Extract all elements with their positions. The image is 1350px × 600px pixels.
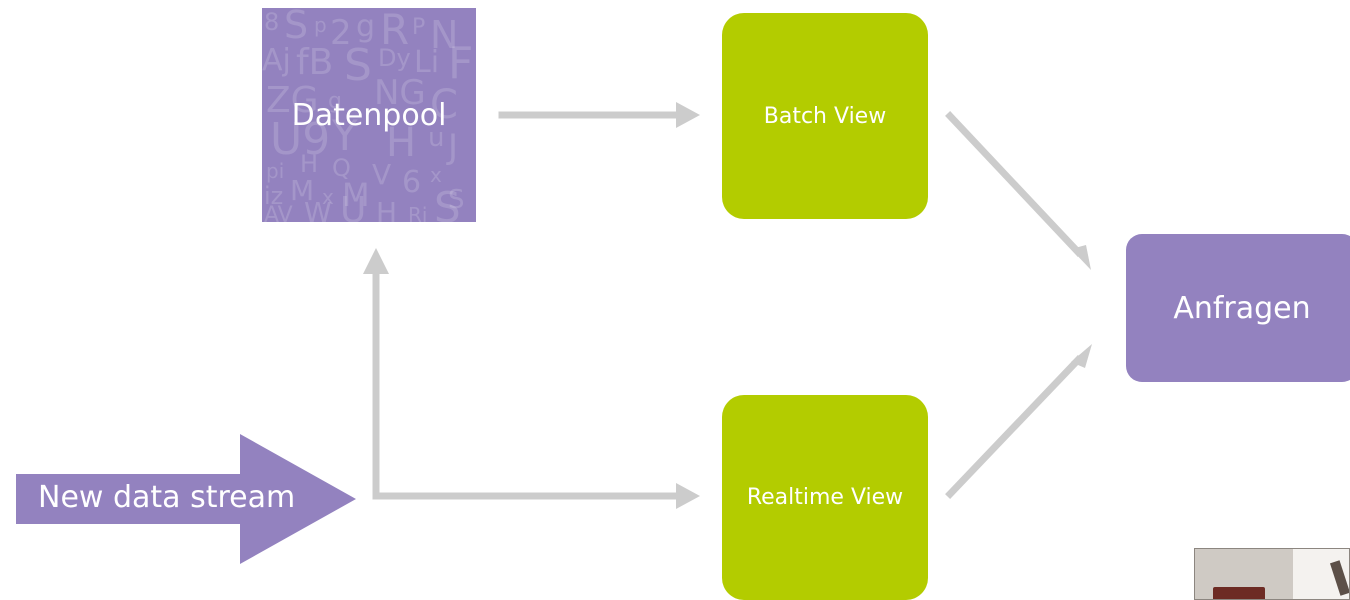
stream-to-realtime-arrow-head xyxy=(676,483,700,509)
svg-text:J: J xyxy=(446,127,458,167)
letter-texture-icon: 8 S p 2 g R P N Aj fB S Dy Li F ZG g NG … xyxy=(262,8,473,222)
batch-view-label: Batch View xyxy=(763,103,887,129)
batch-to-queries-arrow-head xyxy=(1071,245,1091,270)
svg-text:H: H xyxy=(386,120,416,166)
svg-text:C: C xyxy=(430,82,458,128)
svg-text:S: S xyxy=(448,185,465,215)
svg-text:NG: NG xyxy=(374,73,426,113)
svg-text:V: V xyxy=(372,158,391,191)
svg-text:U: U xyxy=(340,190,366,222)
svg-text:M: M xyxy=(342,176,370,214)
batch-to-queries-arrow-line xyxy=(945,111,1083,257)
svg-text:iz: iz xyxy=(264,182,283,210)
svg-text:S: S xyxy=(344,40,372,91)
svg-text:U9: U9 xyxy=(270,114,330,165)
svg-text:fB: fB xyxy=(296,42,333,83)
svg-text:g: g xyxy=(356,9,375,44)
svg-text:F: F xyxy=(448,38,473,89)
svg-text:W: W xyxy=(304,196,332,222)
svg-text:2: 2 xyxy=(330,13,352,53)
svg-text:x: x xyxy=(322,185,334,209)
cropped-photo-thumbnail xyxy=(1194,548,1350,600)
svg-text:S: S xyxy=(284,8,308,47)
stream-to-pool-arrow-head xyxy=(363,248,389,274)
svg-text:Aj: Aj xyxy=(262,43,291,78)
svg-text:Q: Q xyxy=(332,154,351,182)
realtime-view-label: Realtime View xyxy=(746,485,904,510)
svg-text:Dy: Dy xyxy=(378,44,411,72)
batch-view-node: Batch View xyxy=(722,13,928,219)
data-pool-node: 8 S p 2 g R P N Aj fB S Dy Li F ZG g NG … xyxy=(262,8,476,222)
svg-text:g: g xyxy=(328,89,342,114)
svg-text:H: H xyxy=(376,196,397,222)
thumbnail-dark-mark xyxy=(1213,587,1265,599)
svg-text:M: M xyxy=(290,174,314,207)
svg-text:P: P xyxy=(412,15,425,40)
svg-text:Ri: Ri xyxy=(408,203,427,222)
queries-label: Anfragen xyxy=(1173,290,1311,326)
queries-node: Anfragen xyxy=(1126,234,1350,382)
svg-text:R: R xyxy=(380,8,409,54)
svg-text:N: N xyxy=(430,13,458,57)
svg-text:AV: AV xyxy=(264,203,293,222)
svg-text:8: 8 xyxy=(264,8,279,36)
svg-text:Y: Y xyxy=(331,111,358,160)
pool-to-batch-arrow-head xyxy=(676,102,700,128)
svg-text:S: S xyxy=(434,183,461,222)
svg-text:x: x xyxy=(430,163,442,187)
svg-text:Li: Li xyxy=(414,45,439,80)
realtime-view-node: Realtime View xyxy=(722,395,928,600)
svg-text:H: H xyxy=(300,150,318,178)
realtime-to-queries-arrow-line xyxy=(945,355,1083,499)
data-pool-label: Datenpool xyxy=(291,97,447,133)
svg-text:pi: pi xyxy=(266,159,284,183)
svg-text:ZG: ZG xyxy=(266,80,319,121)
svg-text:p: p xyxy=(314,13,327,37)
svg-text:6: 6 xyxy=(402,165,421,200)
svg-text:u: u xyxy=(428,123,444,153)
new-data-stream-arrow xyxy=(16,434,356,564)
new-data-stream-label: New data stream xyxy=(38,480,296,515)
realtime-to-queries-arrow-head xyxy=(1071,344,1092,368)
